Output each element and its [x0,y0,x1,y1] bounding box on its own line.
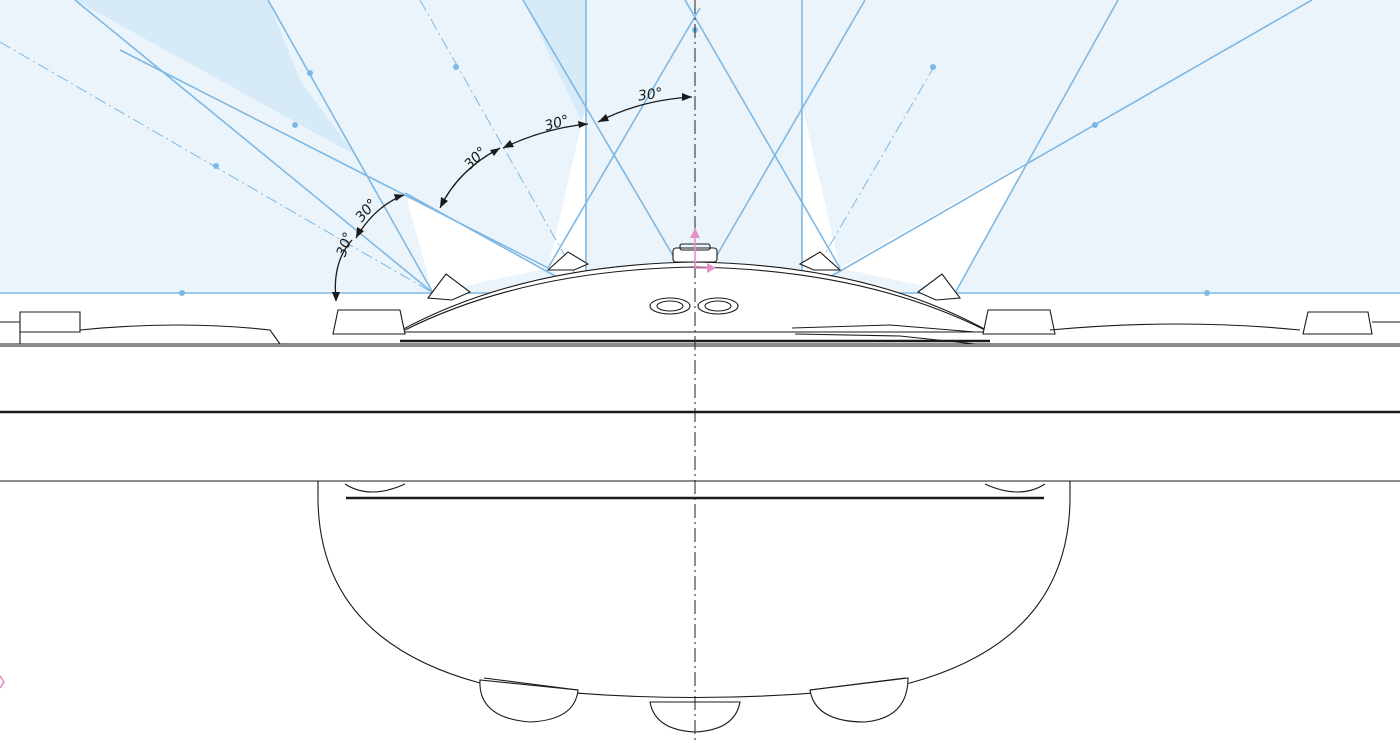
lower-pod-right [809,677,909,723]
side-rails [0,309,1400,345]
mount-far-left [19,311,81,333]
mount-far-right [1302,311,1373,335]
fov-region-right [802,0,1118,293]
fov-region-far-right [955,0,1400,293]
fov-overlap-center-left [523,0,586,130]
lower-pod-left [479,679,579,723]
fov-overlap-left [75,0,355,155]
roof-fin-right-outer [916,273,962,301]
roof-lens-left [649,297,691,315]
roof-lens-right [697,297,739,315]
angle-label-1: 30° [637,85,664,104]
blind-wedge-center-left [548,105,586,293]
fov-region-center-left [268,0,586,293]
roof-fin-right-inner [798,251,842,271]
roof-fin-left-inner [546,251,590,271]
mount-left [332,309,406,335]
blind-wedge-center-right [802,105,840,293]
roof-fin-left-outer [426,273,472,301]
mount-right [982,309,1056,335]
fov-region-center [586,0,802,293]
view-rays [0,0,1400,294]
blind-wedge-right [840,160,1030,293]
angle-label-5: 30° [334,230,358,259]
body-bands [0,339,1400,482]
origin-axis-icon [0,228,716,689]
lower-hull [317,481,1071,733]
blind-wedge-left [405,193,548,293]
angle-label-2: 30° [543,112,571,134]
